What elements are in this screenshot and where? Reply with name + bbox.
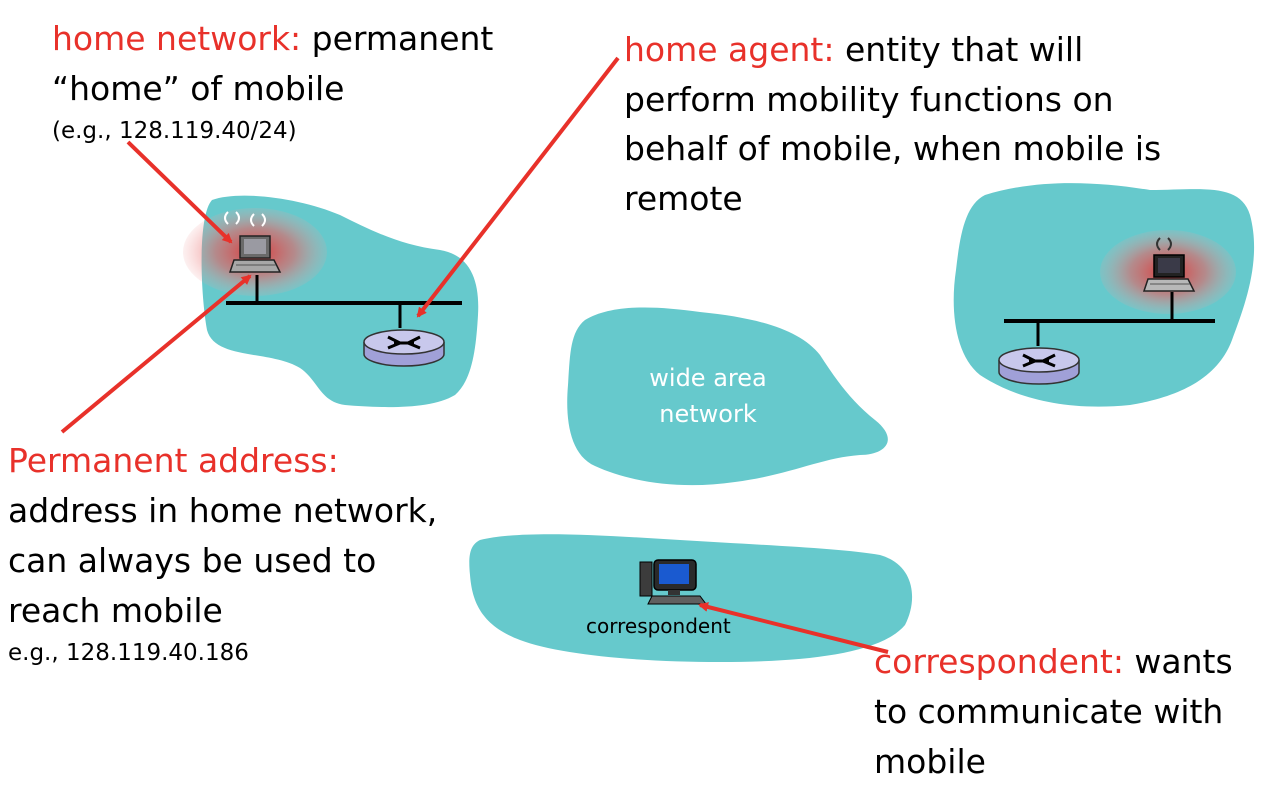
wan-cloud	[567, 307, 888, 486]
permanent-address-term: Permanent address:	[8, 441, 339, 480]
home-network-arrow	[126, 140, 233, 244]
home-network-text-1: permanent	[301, 19, 494, 58]
home-agent-term: home agent:	[624, 30, 835, 69]
correspondent-arrow	[698, 602, 889, 654]
home-agent-arrow	[416, 56, 620, 318]
laptop-icon	[228, 235, 282, 273]
correspondent-text-3: mobile	[874, 742, 986, 781]
permanent-address-text-2: can always be used to	[8, 541, 377, 580]
correspondent-term: correspondent:	[874, 642, 1124, 681]
permanent-address-text-3: reach mobile	[8, 591, 223, 630]
correspondent-text-2: to communicate with	[874, 692, 1224, 731]
laptop-icon	[1142, 254, 1196, 292]
correspondent-label: correspondent: wants	[874, 637, 1233, 687]
correspondent-node-label: correspondent	[586, 614, 731, 638]
home-agent-text-4: remote	[624, 179, 743, 218]
home-agent-label: home agent: entity that will	[624, 25, 1083, 75]
home-agent-text-3: behalf of mobile, when mobile is	[624, 129, 1162, 168]
wireless-signal-icon	[224, 211, 266, 227]
wan-label-line-1: wide area	[649, 364, 767, 392]
wan-label: wide area network	[628, 360, 788, 432]
home-agent-text-2: perform mobility functions on	[624, 80, 1114, 119]
router-icon	[363, 329, 445, 367]
home-network-term: home network:	[52, 19, 302, 58]
home-network-example: (e.g., 128.119.40/24)	[52, 118, 297, 144]
permanent-address-text-1: address in home network,	[8, 491, 438, 530]
home-network-label: home network: permanent	[52, 14, 493, 64]
desktop-computer-icon	[639, 559, 707, 605]
wireless-signal-icon	[1156, 237, 1172, 251]
correspondent-text-1: wants	[1123, 642, 1233, 681]
router-icon	[998, 347, 1080, 385]
home-agent-text-1: entity that will	[834, 30, 1084, 69]
permanent-address-arrow	[60, 274, 252, 434]
wan-label-line-2: network	[659, 400, 757, 428]
home-network-text-2: “home” of mobile	[52, 69, 345, 108]
permanent-address-label: Permanent address:	[8, 436, 339, 486]
permanent-address-example: e.g., 128.119.40.186	[8, 640, 249, 666]
